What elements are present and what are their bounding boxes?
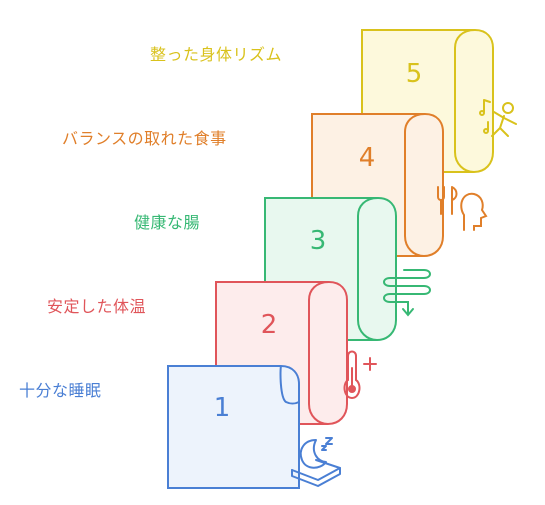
meal-icon — [437, 186, 488, 231]
thermometer-icon — [343, 350, 377, 400]
step-label-3: 健康な腸 — [134, 213, 201, 232]
sleep-icon — [291, 437, 341, 487]
step-1: 1 — [167, 365, 300, 489]
step-label-4: バランスの取れた食事 — [62, 129, 227, 148]
step-number-4: 4 — [359, 143, 376, 173]
step-number-3: 3 — [310, 226, 327, 256]
dancing-icon — [479, 99, 517, 137]
step-label-1: 十分な睡眠 — [19, 381, 102, 400]
intestine-icon — [383, 269, 431, 317]
step-number-5: 5 — [406, 59, 423, 89]
step-label-2: 安定した体温 — [47, 297, 147, 316]
step-number-2: 2 — [261, 310, 278, 340]
step-label-5: 整った身体リズム — [150, 45, 283, 64]
step-number-1: 1 — [214, 393, 231, 423]
